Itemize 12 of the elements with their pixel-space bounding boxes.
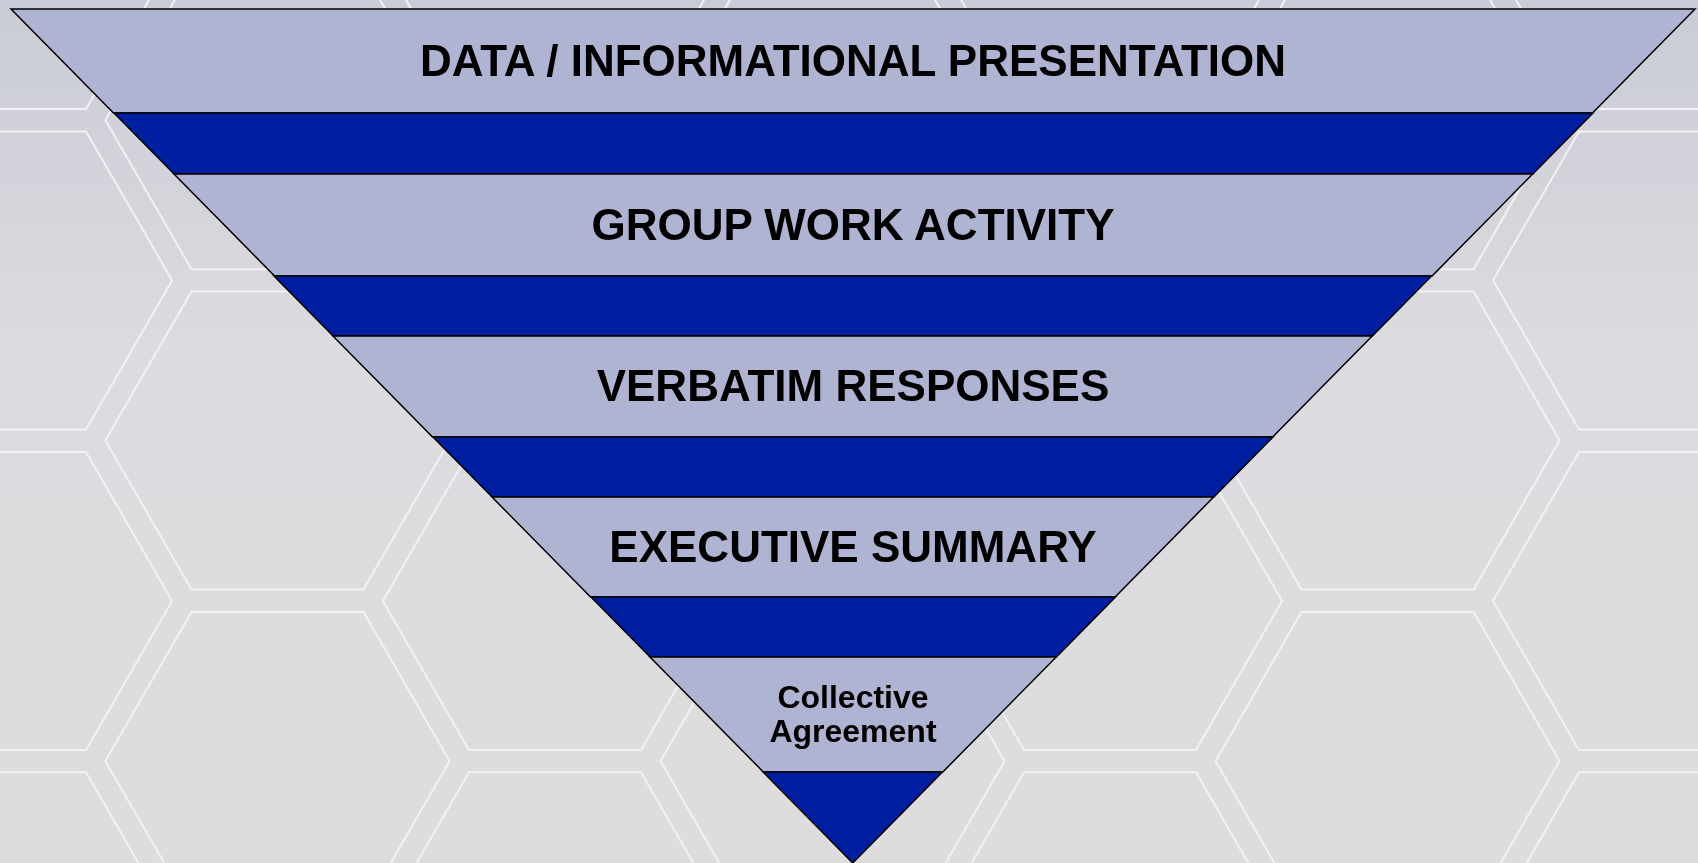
funnel-tier bbox=[333, 336, 1373, 437]
funnel-band bbox=[113, 113, 1593, 174]
funnel-tier bbox=[492, 497, 1214, 597]
funnel-tier bbox=[11, 9, 1695, 113]
tier-label: VERBATIM RESPONSES bbox=[596, 363, 1110, 410]
funnel-tier bbox=[649, 657, 1057, 772]
tier-label: EXECUTIVE SUMMARY bbox=[609, 523, 1097, 571]
tier-label: GROUP WORK ACTIVITY bbox=[591, 201, 1115, 249]
funnel-tier bbox=[173, 174, 1533, 276]
funnel-band bbox=[274, 276, 1432, 336]
tier-label: DATA / INFORMATIONAL PRESENTATION bbox=[419, 37, 1287, 85]
tier-label: Collective Agreement bbox=[768, 680, 938, 749]
